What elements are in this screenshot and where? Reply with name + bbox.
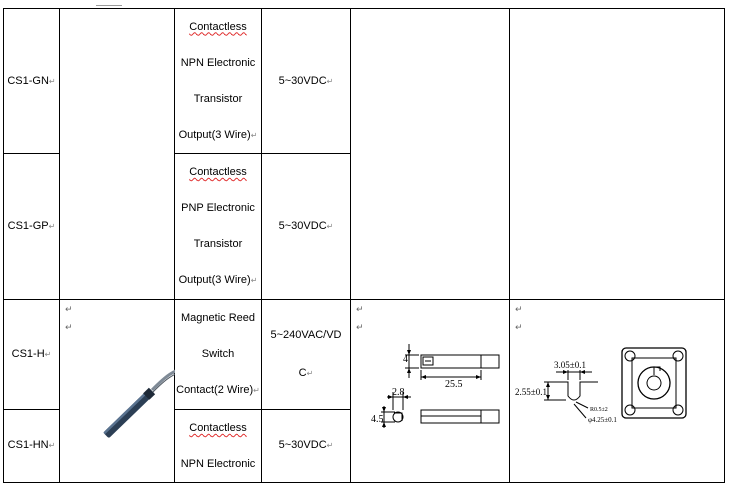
flange-corner-hole <box>672 404 684 416</box>
sensor-cable <box>150 369 175 392</box>
sensor-housing <box>104 388 154 438</box>
model-cell: CS1-HN↵ <box>3 408 60 484</box>
arrow <box>476 375 481 379</box>
flange-inner <box>631 357 677 409</box>
model-cell: CS1-GP↵ <box>3 153 60 300</box>
table-row: CS1-GP↵ Contactless PNP Electronic Trans… <box>3 153 725 300</box>
output-line: NPN Electronic <box>180 56 256 69</box>
dimension-drawing-cell: ↵ ↵ <box>350 299 510 483</box>
header-rule <box>96 5 122 6</box>
image-cell-empty <box>59 8 175 300</box>
output-cell: Contactless PNP Electronic Transistor Ou… <box>174 153 262 300</box>
sensor-highlight <box>103 388 151 434</box>
output-line: Transistor <box>193 238 243 250</box>
table-row: CS1-H↵ ↵ ↵ <box>3 299 725 483</box>
hole-leader <box>573 403 587 419</box>
flange-hole <box>646 375 662 391</box>
sensor-image-cell: ↵ ↵ <box>59 299 175 483</box>
mount-top-width-label: 3.05±0.1 <box>554 360 586 370</box>
arrow <box>407 368 411 373</box>
arrow <box>388 395 393 399</box>
dimension-cell-empty <box>350 8 510 300</box>
sensor-end-cap <box>143 387 156 400</box>
flange-slot <box>653 366 661 375</box>
table-row: CS1-GN↵ Contactless NPN Electronic Trans… <box>3 8 725 300</box>
voltage-cell: 5~240VAC/VD C↵ <box>261 299 351 410</box>
output-line: Switch <box>201 347 235 360</box>
dim-width-label: 4.5 <box>371 414 384 425</box>
output-line: Output(3 Wire)↵ <box>178 128 258 141</box>
voltage-line: 5~240VAC/VD <box>270 328 342 341</box>
mounting-slot-drawing: 3.05±0.1 2.55±0.1 R0.5±2 φ4.25±0.1 <box>515 347 687 424</box>
model-label: CS1-HN <box>7 439 49 452</box>
output-line: Magnetic Reed <box>181 311 255 324</box>
top-view-slot <box>422 356 434 366</box>
sensor-dimension-drawing: 4 25.5 2.8 4.5 <box>371 344 500 428</box>
output-cell: Magnetic Reed Switch Contact(2 Wire)↵ <box>174 299 262 410</box>
model-label: CS1-GN <box>7 74 49 87</box>
voltage-cell: 5~30VDC↵ <box>261 153 351 300</box>
sensor-spec-table: CS1-GN↵ Contactless NPN Electronic Trans… <box>3 8 725 484</box>
voltage-cell: 5~30VDC↵ <box>261 408 351 484</box>
voltage-label: 5~30VDC <box>278 439 327 452</box>
arrow <box>382 407 386 412</box>
arrow <box>580 370 585 374</box>
top-view-body <box>420 354 500 369</box>
sensor-photo <box>103 369 175 438</box>
output-cell: Contactless NPN Electronic Transistor Ou… <box>174 8 262 154</box>
mount-hole-label: φ4.25±0.1 <box>588 416 617 424</box>
flange-corner-hole <box>672 350 684 362</box>
model-cell: CS1-H↵ <box>3 299 60 410</box>
output-line: Contact(2 Wire)↵ <box>176 383 260 396</box>
voltage-line: C↵ <box>298 366 314 379</box>
sensor-body <box>103 387 156 438</box>
mounting-cell-empty <box>509 8 725 300</box>
output-cell: Contactless NPN Electronic <box>174 408 262 484</box>
dim-offset-label: 2.8 <box>392 387 405 398</box>
model-label: CS1-GP <box>7 220 49 232</box>
output-line: Output(3 Wire)↵ <box>178 274 258 286</box>
flange-corner-hole <box>624 404 636 416</box>
mounting-drawing-cell: ↵ ↵ <box>509 299 725 483</box>
voltage-label: 5~30VDC <box>278 74 327 87</box>
output-line: Contactless <box>189 166 247 178</box>
arrow <box>382 422 386 427</box>
arrow <box>403 395 408 399</box>
flange-outline <box>621 347 687 419</box>
voltage-cell: 5~30VDC↵ <box>261 8 351 154</box>
mount-radius-label: R0.5±2 <box>590 407 608 413</box>
arrow <box>546 382 550 387</box>
model-label: CS1-H <box>11 347 45 360</box>
end-view-circle <box>392 411 404 423</box>
arrow <box>546 395 550 400</box>
sensor-cable-shadow <box>151 373 175 394</box>
arrow <box>407 350 411 355</box>
dim-height-label: 4 <box>403 354 408 365</box>
output-line: Contactless <box>189 20 247 33</box>
slot-profile <box>550 381 598 401</box>
voltage-label: 5~30VDC <box>278 220 327 232</box>
end-view-flat <box>394 412 403 421</box>
dim-length-label: 25.5 <box>445 379 463 390</box>
arrow <box>563 370 568 374</box>
output-line: NPN Electronic <box>180 457 256 470</box>
output-line: Contactless <box>189 421 247 434</box>
flange-corner-hole <box>624 350 636 362</box>
radius-leader <box>575 401 589 409</box>
mount-side-height-label: 2.55±0.1 <box>515 387 547 397</box>
table-row: CS1-HN↵ Contactless NPN Electronic 5~30V… <box>3 408 725 484</box>
model-cell: CS1-GN↵ <box>3 8 60 154</box>
output-line: Transistor <box>193 92 243 105</box>
output-line: PNP Electronic <box>181 202 255 214</box>
arrow <box>421 375 426 379</box>
